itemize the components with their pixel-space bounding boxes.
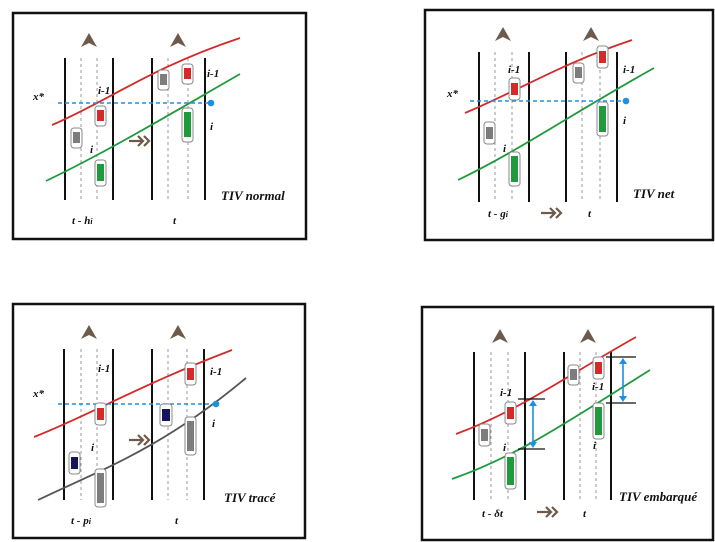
car-leader-right bbox=[184, 362, 197, 386]
xstar-label: x* bbox=[446, 88, 459, 100]
panel-title: TIV normal bbox=[221, 188, 285, 203]
label-follower-right: i bbox=[623, 115, 627, 127]
direction-arrow-icon bbox=[580, 329, 596, 343]
road-right bbox=[151, 58, 206, 200]
car-gray-right bbox=[572, 62, 585, 84]
follower-trajectory bbox=[451, 369, 651, 480]
leader-trajectory bbox=[33, 349, 233, 438]
time-arrow-icon bbox=[535, 505, 559, 519]
time-right-label: t bbox=[583, 508, 587, 520]
time-right-label: t bbox=[588, 208, 592, 220]
panel-frame bbox=[11, 11, 308, 241]
car-follower-left bbox=[504, 452, 517, 490]
leader-trajectory bbox=[455, 336, 637, 435]
direction-arrow-icon bbox=[81, 33, 97, 47]
car-gray-right bbox=[157, 69, 170, 91]
label-leader-right: i-1 bbox=[623, 64, 635, 76]
direction-arrow-icon bbox=[170, 325, 186, 339]
label-leader-right: i-1 bbox=[592, 381, 604, 393]
label-leader-left: i-1 bbox=[500, 387, 512, 399]
direction-arrow-icon bbox=[170, 33, 186, 47]
panel-tiv-embarque: i-1 i i-1 i t - δt t TIV embarqué bbox=[420, 305, 715, 542]
car-follower-right bbox=[596, 101, 609, 137]
car-gray-left bbox=[478, 423, 491, 447]
panel-tiv-trace: x* i-1 i i-1 i t - pi t TIV tracé bbox=[11, 302, 307, 540]
car-leader-left bbox=[94, 105, 107, 127]
time-arrow-icon bbox=[127, 134, 151, 148]
panel-title: TIV net bbox=[633, 186, 675, 201]
label-follower-left: i bbox=[90, 144, 94, 156]
car-leader-right bbox=[592, 356, 605, 380]
car-navy-left bbox=[68, 451, 81, 475]
label-leader-right: i-1 bbox=[207, 68, 219, 80]
car-traced-left bbox=[94, 468, 107, 508]
car-gray-left bbox=[483, 121, 496, 145]
spacing-marker-left bbox=[518, 398, 545, 450]
panel-title: TIV embarqué bbox=[619, 489, 698, 504]
label-follower-left: i bbox=[91, 442, 95, 454]
direction-arrow-icon bbox=[495, 27, 511, 41]
xstar-point bbox=[212, 400, 220, 408]
time-left-label: t - hi bbox=[72, 215, 93, 227]
car-gray-left bbox=[70, 127, 83, 149]
direction-arrow-icon bbox=[81, 325, 97, 339]
time-arrow-icon bbox=[539, 206, 563, 220]
direction-arrow-icon bbox=[492, 329, 508, 343]
label-leader-left: i-1 bbox=[98, 85, 110, 97]
follower-trajectory bbox=[457, 67, 655, 181]
xstar-label: x* bbox=[32, 388, 45, 400]
car-traced-right bbox=[184, 416, 197, 456]
label-follower-right: i bbox=[212, 418, 216, 430]
car-follower-right bbox=[592, 402, 605, 440]
road-left bbox=[478, 52, 530, 202]
label-follower-left: i bbox=[503, 442, 507, 454]
road-right bbox=[565, 52, 618, 202]
car-gray-right bbox=[567, 364, 580, 386]
time-right-label: t bbox=[173, 215, 177, 227]
time-arrow-icon bbox=[127, 433, 151, 447]
car-follower-left bbox=[508, 151, 521, 187]
panel-tiv-net: x* i-1 i i-1 i t - gi t TIV net bbox=[423, 8, 715, 242]
road-right bbox=[563, 352, 612, 500]
label-follower-right: i bbox=[593, 440, 597, 452]
car-follower-left bbox=[94, 159, 107, 187]
panel-frame bbox=[420, 305, 715, 542]
direction-arrow-icon bbox=[583, 27, 599, 41]
label-leader-left: i-1 bbox=[508, 64, 520, 76]
xstar-point bbox=[622, 97, 630, 105]
spacing-marker-right bbox=[606, 356, 636, 404]
car-leader-right bbox=[181, 63, 194, 85]
time-left-label: t - δt bbox=[482, 508, 504, 520]
xstar-point bbox=[207, 99, 215, 107]
car-leader-left bbox=[508, 77, 521, 101]
time-left-label: t - pi bbox=[71, 515, 92, 527]
panel-tiv-normal: x* i-1 i i-1 i t - hi t TIV normal bbox=[11, 11, 308, 241]
panel-title: TIV tracé bbox=[224, 490, 277, 505]
follower-trajectory bbox=[45, 73, 241, 182]
car-follower-right bbox=[181, 107, 194, 143]
road-left bbox=[64, 58, 114, 200]
car-leader-left bbox=[504, 401, 517, 425]
road-right bbox=[151, 349, 205, 500]
time-left-label: t - gi bbox=[488, 208, 509, 220]
car-leader-left bbox=[94, 402, 107, 426]
leader-trajectory bbox=[51, 37, 241, 126]
time-right-label: t bbox=[175, 515, 179, 527]
label-follower-left: i bbox=[503, 143, 507, 155]
car-navy-right bbox=[159, 403, 173, 427]
label-follower-right: i bbox=[210, 121, 214, 133]
car-leader-right bbox=[596, 45, 609, 69]
panel-frame bbox=[11, 302, 307, 540]
panel-frame bbox=[423, 8, 715, 242]
label-leader-right: i-1 bbox=[210, 366, 222, 378]
xstar-label: x* bbox=[32, 91, 45, 103]
label-leader-left: i-1 bbox=[98, 363, 110, 375]
